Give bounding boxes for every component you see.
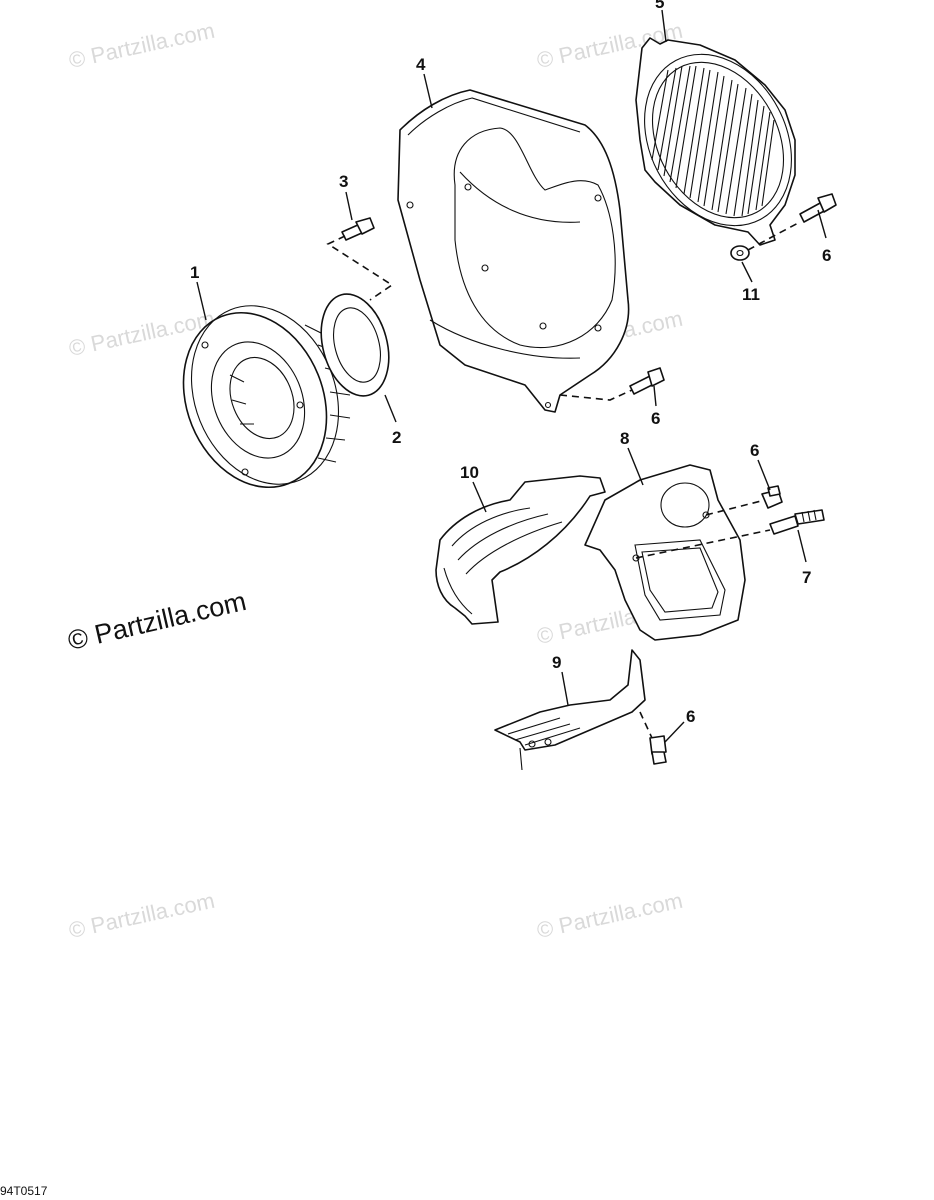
callout-5: 5 xyxy=(655,0,664,12)
leader-line xyxy=(757,459,771,491)
leader-line xyxy=(384,394,397,423)
bolt-6-shroud xyxy=(761,485,783,509)
bolt-3 xyxy=(341,217,375,241)
callout-6: 6 xyxy=(750,441,759,460)
assembly-line xyxy=(326,235,394,301)
leader-line xyxy=(653,385,657,407)
callout-2: 2 xyxy=(392,428,401,447)
leader-line xyxy=(627,447,644,486)
leader-line xyxy=(472,481,487,513)
stud-bolt xyxy=(769,509,825,535)
bolt-6-housing xyxy=(629,367,665,395)
callout-6: 6 xyxy=(651,409,660,428)
lower-deflector xyxy=(494,649,646,771)
callout-11: 11 xyxy=(742,285,760,304)
leader-line xyxy=(661,9,667,43)
blower-housing xyxy=(397,89,630,413)
shroud-guide xyxy=(435,475,606,625)
callout-6: 6 xyxy=(822,246,831,265)
leader-line xyxy=(664,721,685,743)
flywheel xyxy=(182,305,351,489)
callout-9: 9 xyxy=(552,653,561,672)
assembly-line xyxy=(559,389,633,401)
assembly-line xyxy=(747,221,801,251)
callout-4: 4 xyxy=(416,55,426,74)
leader-line xyxy=(423,73,433,109)
leader-line xyxy=(797,529,807,563)
leader-line xyxy=(196,281,207,321)
assembly-line xyxy=(639,711,653,739)
callout-10: 10 xyxy=(460,463,479,482)
assembly-line xyxy=(635,529,771,559)
gasket-ring xyxy=(320,293,390,397)
bolt-6-deflector xyxy=(649,735,667,765)
callout-3: 3 xyxy=(339,172,348,191)
leader-line xyxy=(345,191,353,221)
drawing-code: 94T0517 xyxy=(0,1184,48,1198)
callout-7: 7 xyxy=(802,568,811,587)
leader-line xyxy=(817,209,827,239)
cooling-grille xyxy=(635,37,796,246)
washer xyxy=(730,245,750,261)
leader-line xyxy=(741,261,753,283)
leader-line xyxy=(561,671,569,706)
callout-1: 1 xyxy=(190,263,199,282)
callout-8: 8 xyxy=(620,429,629,448)
callout-6: 6 xyxy=(686,707,695,726)
assembly-line xyxy=(705,499,766,516)
bolt-6-upper xyxy=(799,193,837,223)
